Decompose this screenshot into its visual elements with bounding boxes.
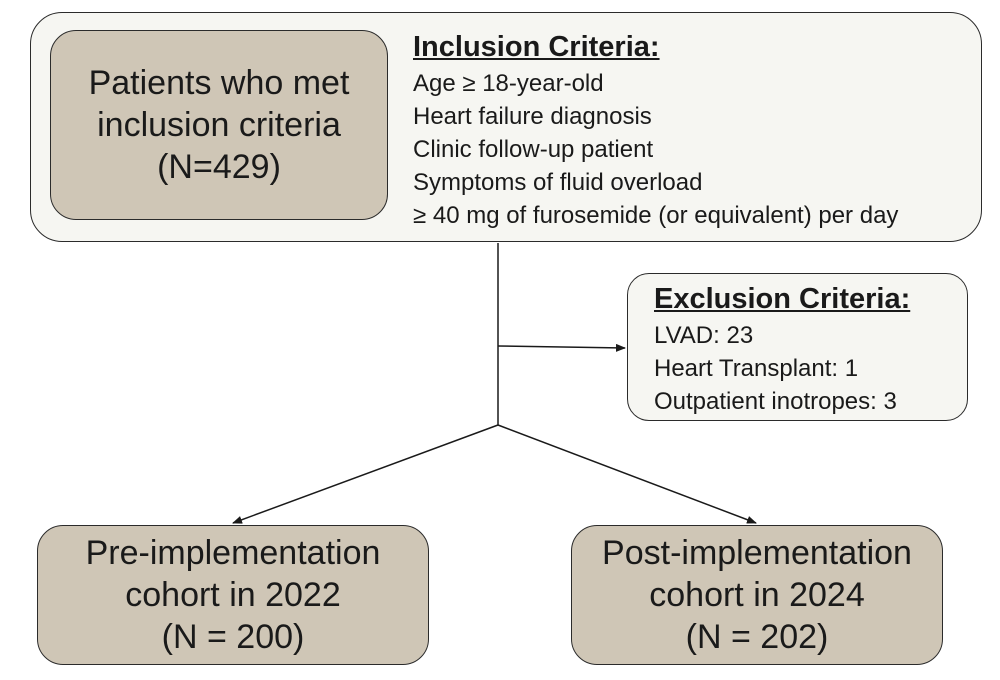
post-cohort-line-1: Post-implementation — [602, 534, 912, 572]
exclusion-criteria-title: Exclusion Criteria: — [654, 283, 911, 315]
pre-cohort-count: (N = 200) — [161, 618, 305, 656]
exclusion-arrow — [497, 343, 626, 352]
inclusion-criteria-title: Inclusion Criteria: — [413, 31, 660, 63]
exclusion-item-transplant: Heart Transplant: 1 — [654, 355, 859, 382]
patients-line-2: inclusion criteria — [97, 106, 341, 144]
post-cohort-arrow — [497, 424, 757, 524]
inclusion-item-heart-failure: Heart failure diagnosis — [413, 103, 652, 130]
post-cohort-count: (N = 202) — [685, 618, 829, 656]
exclusion-item-inotropes: Outpatient inotropes: 3 — [654, 388, 897, 415]
inclusion-criteria-panel: Inclusion Criteria: Age ≥ 18-year-old He… — [413, 30, 898, 232]
patients-count: (N=429) — [157, 148, 281, 186]
pre-implementation-cohort-box: Pre-implementation cohort in 2022 (N = 2… — [37, 525, 429, 665]
pre-cohort-arrow — [232, 424, 499, 524]
inclusion-item-clinic: Clinic follow-up patient — [413, 136, 654, 163]
pre-cohort-line-2: cohort in 2022 — [125, 576, 341, 614]
pre-cohort-line-1: Pre-implementation — [85, 534, 381, 572]
exclusion-item-lvad: LVAD: 23 — [654, 322, 754, 349]
patients-box: Patients who met inclusion criteria (N=4… — [50, 30, 388, 220]
inclusion-item-furosemide: ≥ 40 mg of furosemide (or equivalent) pe… — [413, 202, 899, 229]
inclusion-item-age: Age ≥ 18-year-old — [413, 70, 604, 97]
post-cohort-line-2: cohort in 2024 — [649, 576, 865, 614]
post-implementation-cohort-box: Post-implementation cohort in 2024 (N = … — [571, 525, 943, 665]
inclusion-item-symptoms: Symptoms of fluid overload — [413, 169, 703, 196]
patients-line-1: Patients who met — [88, 64, 350, 102]
exclusion-criteria-box: Exclusion Criteria: LVAD: 23 Heart Trans… — [627, 273, 968, 421]
